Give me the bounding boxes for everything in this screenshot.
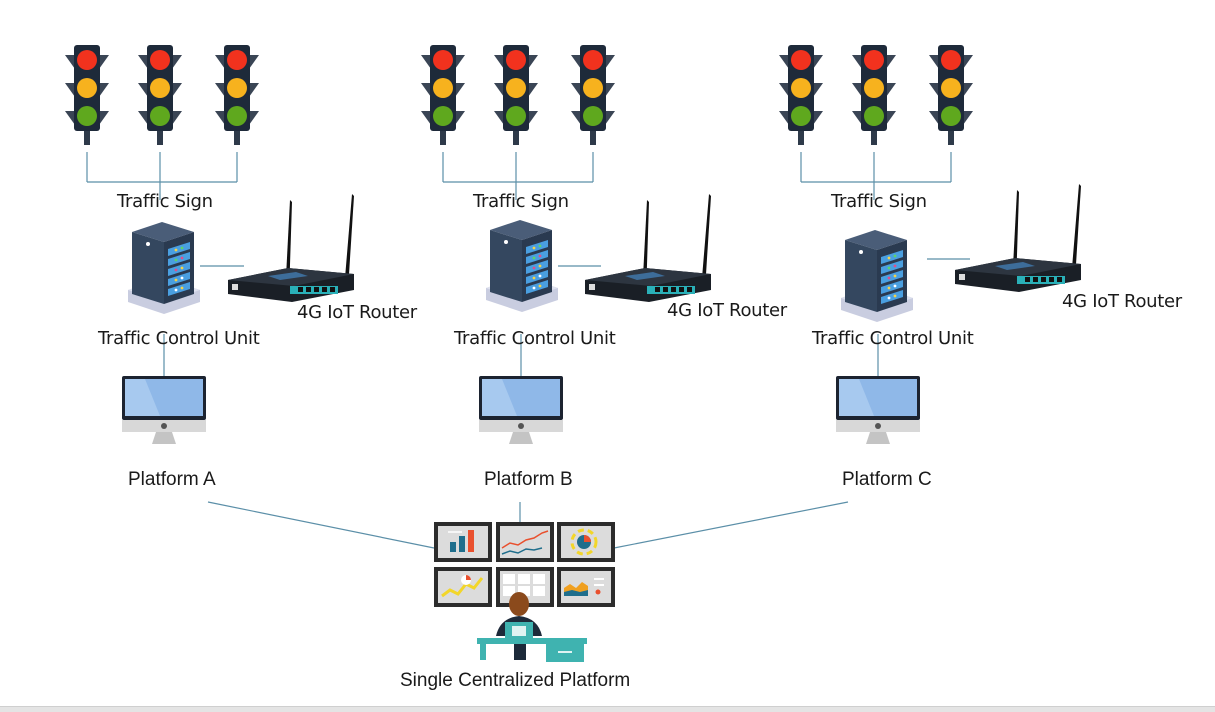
server-icon [486,220,558,312]
server-icon [841,230,913,322]
wall-screen [496,522,554,562]
line-series [501,530,549,549]
green-light [150,106,170,126]
bottom-border [0,706,1215,712]
amber-light [941,78,961,98]
green-light [791,106,811,126]
router-label-c: 4G IoT Router [1062,291,1182,312]
red-light [941,50,961,70]
platform-label-a: Platform A [128,469,216,490]
red-light [583,50,603,70]
line-series [501,547,543,555]
red-light [227,50,247,70]
amber-light [791,78,811,98]
antenna [701,194,711,290]
traffic-light-icon [138,45,182,145]
amber-light [506,78,526,98]
red-light [864,50,884,70]
traffic-light-icon [571,45,615,145]
traffic-light-icon [852,45,896,145]
red-light [150,50,170,70]
central-platform-icon [434,522,615,662]
traffic-light-icon [779,45,823,145]
tile [518,574,530,584]
monitor-icon [479,376,563,444]
traffic-light-icon [494,45,538,145]
tile [533,574,545,584]
bar-mark [459,536,465,552]
monitor-icon [836,376,920,444]
control-unit-label-c: Traffic Control Unit [812,328,974,349]
traffic-sign-label-a: Traffic Sign [117,191,213,212]
green-light [583,106,603,126]
router-icon [228,194,354,302]
tile [503,574,515,584]
amber-light [583,78,603,98]
amber-light [864,78,884,98]
green-light [506,106,526,126]
red-light [506,50,526,70]
traffic-light-icon [215,45,259,145]
traffic-light-bracket [86,152,238,200]
red-light [433,50,453,70]
antenna [344,194,354,290]
amber-light [77,78,97,98]
traffic-sign-label-b: Traffic Sign [473,191,569,212]
amber-light [150,78,170,98]
router-icon [955,184,1081,292]
amber-light [433,78,453,98]
antenna [1071,184,1081,280]
desk [477,638,587,644]
group-b [421,45,711,444]
control-unit-label-a: Traffic Control Unit [98,328,260,349]
green-light [864,106,884,126]
pie-mark [584,535,591,542]
tile [503,586,515,596]
platform-a-central-connector [207,501,435,549]
red-light [77,50,97,70]
control-unit-label-b: Traffic Control Unit [454,328,616,349]
group-c [779,45,1081,444]
tile [533,586,545,596]
group-a [65,45,354,444]
amber-light [227,78,247,98]
central-platform-label: Single Centralized Platform [400,670,631,691]
green-light [941,106,961,126]
traffic-light-icon [421,45,465,145]
router-label-b: 4G IoT Router [667,300,787,321]
platform-c-central-connector [613,501,849,549]
bar-mark [450,542,456,552]
green-light [433,106,453,126]
tile [518,586,530,596]
platform-label-c: Platform C [842,469,932,490]
traffic-light-bracket [442,152,594,200]
traffic-light-bracket [800,152,952,200]
traffic-light-icon [65,45,109,145]
router-label-a: 4G IoT Router [297,302,417,323]
traffic-light-icon [929,45,973,145]
monitor-icon [122,376,206,444]
server-icon [128,222,200,314]
red-light [791,50,811,70]
router-icon [585,194,711,302]
platform-label-b: Platform B [484,469,573,490]
green-light [77,106,97,126]
yellow-series [441,577,484,598]
traffic-sign-label-c: Traffic Sign [831,191,927,212]
green-light [227,106,247,126]
bar-mark [468,530,474,552]
